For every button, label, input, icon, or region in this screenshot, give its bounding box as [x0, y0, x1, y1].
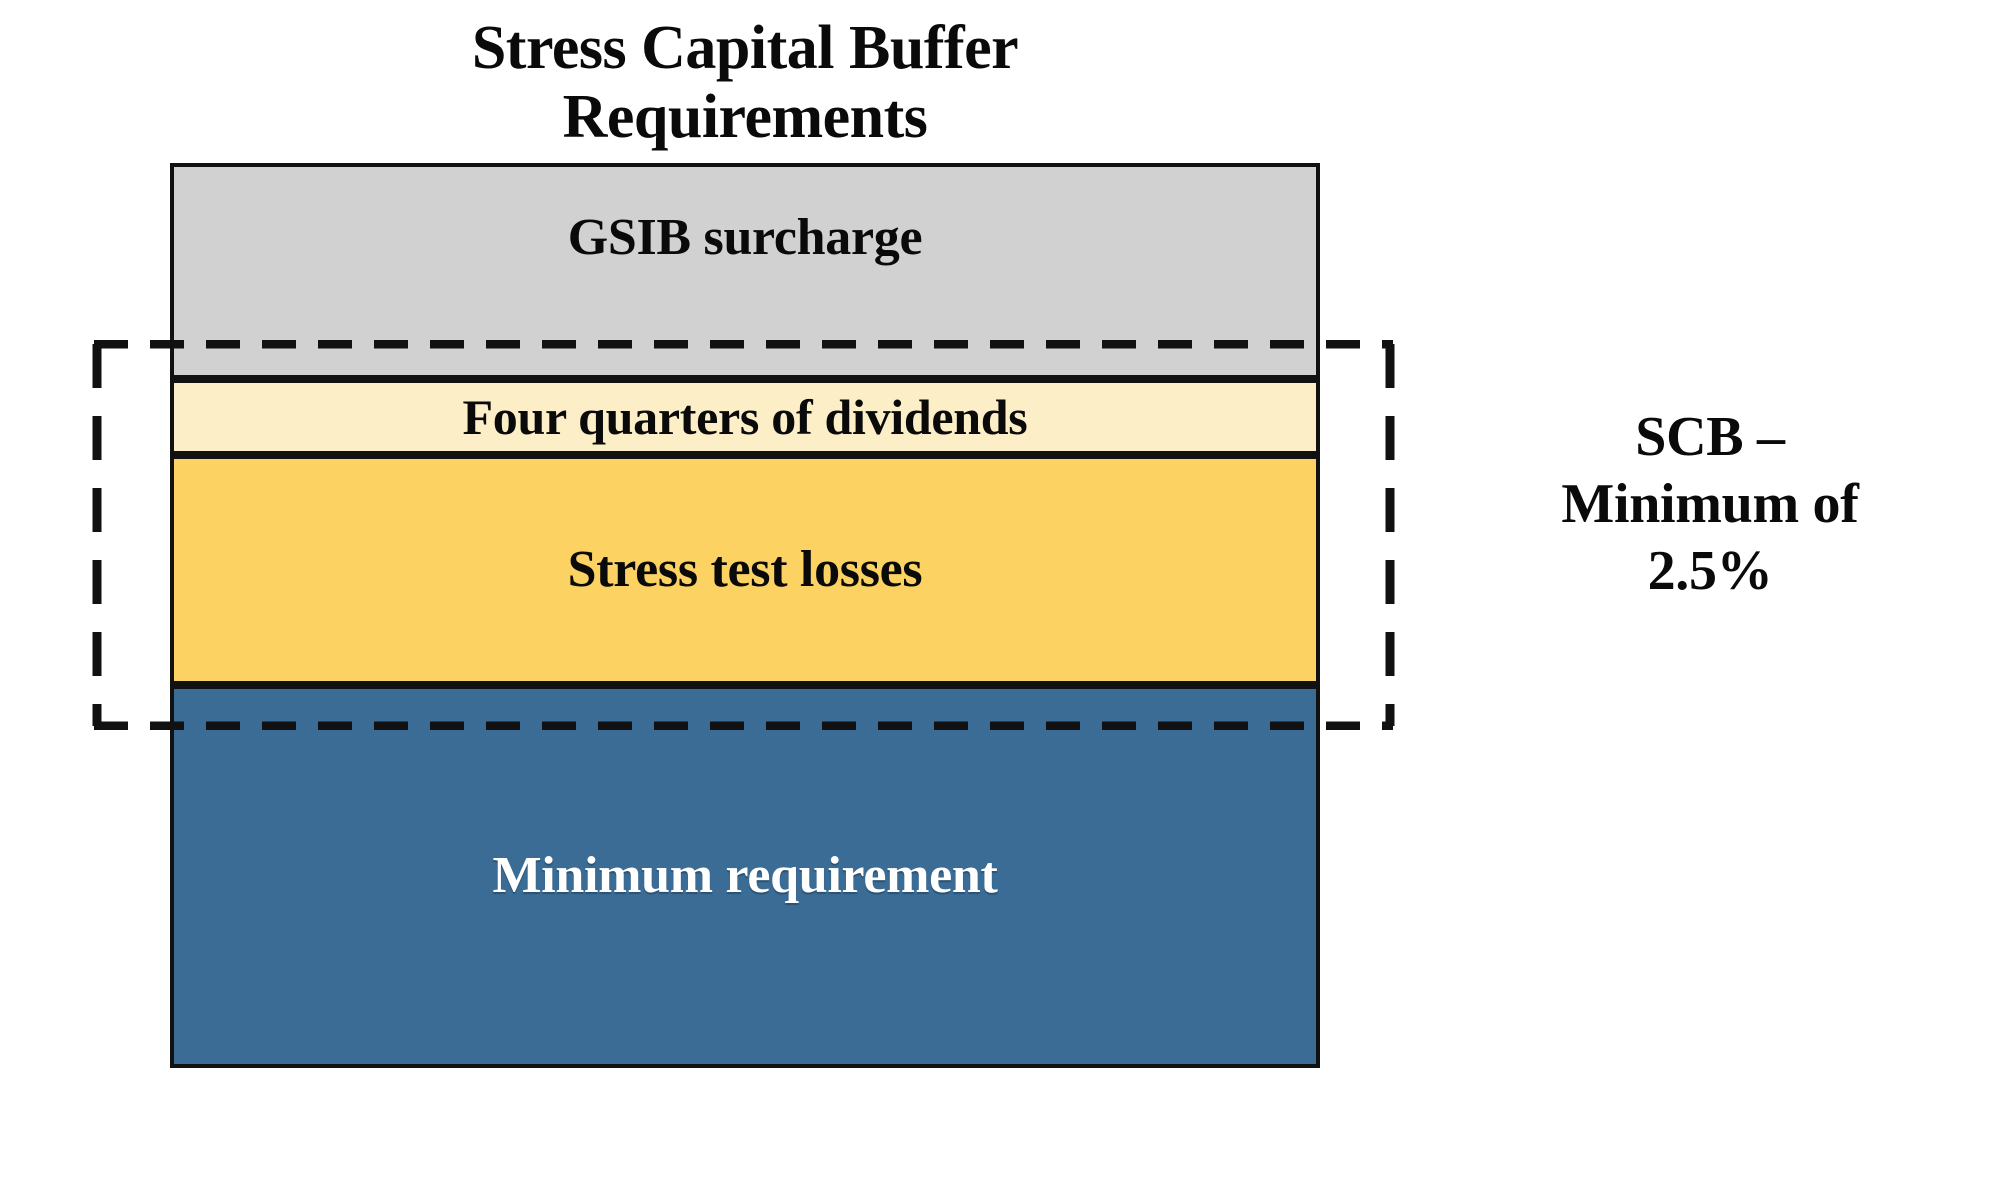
page-title-line-2: Requirements	[562, 83, 928, 152]
stack-band-gsib-surcharge: GSIB surcharge	[170, 163, 1320, 379]
stack-band-stress-test-losses: Stress test losses	[170, 455, 1320, 685]
scb-annotation-line-1: SCB –	[1635, 406, 1785, 468]
stack-band-minimum-requirement-label: Minimum requirement	[492, 847, 998, 905]
capital-stack: GSIB surcharge Four quarters of dividend…	[170, 163, 1320, 1068]
page-title-line-1: Stress Capital Buffer	[471, 14, 1019, 82]
stack-band-minimum-requirement: Minimum requirement	[170, 685, 1320, 1068]
stack-band-four-quarters-of-dividends-label: Four quarters of dividends	[462, 388, 1028, 445]
page-title: Stress Capital Buffer Requirements	[230, 14, 1260, 153]
scb-annotation-line-2: Minimum of	[1561, 473, 1859, 536]
stack-band-four-quarters-of-dividends: Four quarters of dividends	[170, 379, 1320, 455]
scb-annotation: SCB – Minimum of 2.5%	[1470, 404, 1950, 606]
scb-annotation-line-3: 2.5%	[1647, 540, 1773, 603]
stack-band-stress-test-losses-label: Stress test losses	[567, 540, 923, 598]
stack-band-gsib-surcharge-label: GSIB surcharge	[567, 209, 923, 266]
